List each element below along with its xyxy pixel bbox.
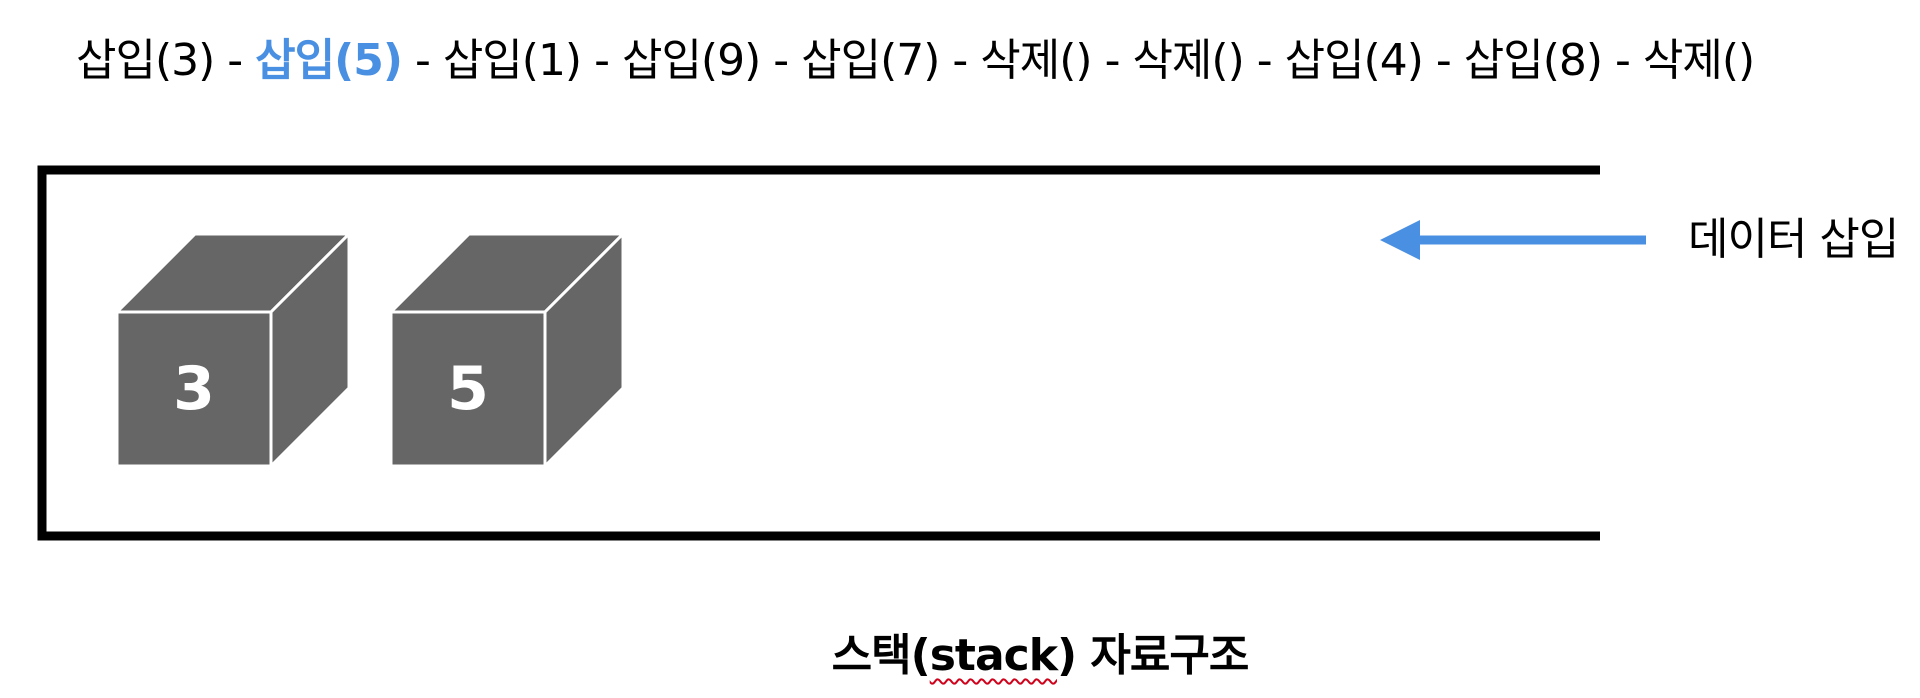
operation-separator: - [1091, 35, 1133, 86]
stack-item: 5 [389, 232, 625, 468]
operation-separator: - [1243, 35, 1285, 86]
operation-separator: - [760, 35, 802, 86]
operation-separator: - [581, 35, 622, 86]
cube-front-face [389, 310, 547, 468]
insert-label: 데이터 삽입 [1688, 214, 1899, 265]
operation: 삭제() [980, 35, 1092, 86]
operation-separator: - [1602, 35, 1643, 86]
operation: 삭제() [1132, 35, 1244, 86]
operation: 삽입(8) [1463, 35, 1603, 86]
operation: 삭제() [1642, 35, 1755, 86]
operation-sequence: 삽입(3) - 삽입(5) - 삽입(1) - 삽입(9) - 삽입(7) - … [76, 28, 1755, 94]
caption-en: stack [929, 630, 1058, 681]
diagram-caption: 스택(stack) 자료구조 [0, 624, 1920, 688]
insert-arrow [1380, 220, 1646, 260]
operation-current: 삽입(5) [255, 35, 403, 86]
operation: 삽입(7) [801, 35, 940, 86]
operation-separator: - [1422, 35, 1464, 86]
cube-value: 5 [447, 354, 489, 424]
operation-separator: - [214, 35, 256, 86]
operation: 삽입(1) [442, 35, 582, 86]
operation: 삽입(9) [621, 35, 761, 86]
stack-item: 3 [115, 232, 351, 468]
operation-separator: - [939, 35, 981, 86]
operation: 삽입(4) [1284, 35, 1424, 86]
cube-front-face [115, 310, 273, 468]
caption-ko-suffix: ) 자료구조 [1056, 630, 1249, 681]
caption-ko-prefix: 스택( [831, 630, 931, 681]
cube-value: 3 [173, 354, 215, 424]
operation: 삽입(3) [76, 35, 215, 86]
stack-container [37, 165, 1600, 541]
arrow-head [1380, 220, 1420, 260]
operation-separator: - [401, 35, 443, 86]
